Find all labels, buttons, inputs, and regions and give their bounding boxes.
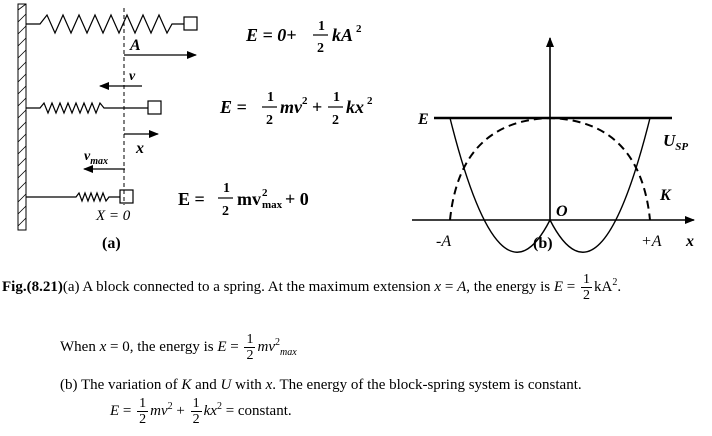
svg-text:2: 2 <box>302 95 308 107</box>
svg-text:2: 2 <box>332 113 339 128</box>
svg-text:2: 2 <box>367 95 373 107</box>
panel-b-label: (b) <box>533 235 553 252</box>
svg-text:1: 1 <box>318 19 325 34</box>
svg-text:1: 1 <box>333 90 340 105</box>
svg-text:max: max <box>262 199 283 211</box>
spring-bottom <box>26 191 120 203</box>
x-axis-label: x <box>685 233 694 250</box>
equation-general: E = 1 2 mv 2 + 1 2 kx 2 <box>219 90 373 128</box>
svg-text:2: 2 <box>317 41 324 56</box>
svg-text:E =: E = <box>219 97 247 117</box>
displacement-label: x <box>135 140 144 157</box>
pos-amplitude-label: +A <box>641 233 662 250</box>
origin-label: O <box>556 203 568 220</box>
svg-text:E = 0+: E = 0+ <box>245 25 297 45</box>
block-bottom <box>119 189 134 204</box>
amplitude-label: A <box>129 37 141 54</box>
figure-label: Fig.(8.21) <box>2 278 63 295</box>
kinetic-energy-curve <box>449 116 651 221</box>
svg-text:kA: kA <box>332 25 353 45</box>
wall <box>17 3 27 231</box>
spring-middle <box>26 101 148 115</box>
block-middle <box>147 100 162 115</box>
equation-max-extension: E = 0+ 1 2 kA 2 <box>245 19 362 56</box>
equation-equilibrium: E = 1 2 mv 2 max + 0 <box>178 181 309 219</box>
svg-text:E =: E = <box>178 189 205 209</box>
svg-text:1: 1 <box>223 181 230 196</box>
svg-text:2: 2 <box>262 187 268 199</box>
neg-amplitude-label: -A <box>436 233 451 250</box>
block-top <box>183 16 198 31</box>
panel-b: E USP K O -A +A x (b) <box>412 37 695 253</box>
spring-top <box>26 13 184 35</box>
svg-text:2: 2 <box>266 113 273 128</box>
panel-a-label: (a) <box>102 235 121 252</box>
potential-label: USP <box>663 131 688 153</box>
svg-text:2: 2 <box>222 204 229 219</box>
panel-a: A v x vmax X = 0 (a) E = 0+ 1 2 kA 2 E =… <box>17 3 373 252</box>
svg-text:kx: kx <box>346 97 364 117</box>
energy-label: E <box>417 111 429 128</box>
kinetic-label: K <box>659 187 672 204</box>
x-zero-label: X = 0 <box>95 208 131 224</box>
vmax-label: vmax <box>84 149 108 167</box>
caption-line-1: Fig.(8.21)(a) A block connected to a spr… <box>2 272 622 303</box>
svg-text:+: + <box>312 97 322 117</box>
svg-text:2: 2 <box>356 23 362 35</box>
potential-energy-curve <box>449 117 651 253</box>
caption-line-3: (b) The variation of K and U with x. The… <box>60 377 582 393</box>
svg-text:mv: mv <box>237 189 261 209</box>
wall-hatch <box>17 3 27 227</box>
svg-text:mv: mv <box>280 97 303 117</box>
svg-text:+ 0: + 0 <box>285 189 309 209</box>
velocity-label: v <box>129 69 136 84</box>
svg-text:1: 1 <box>267 90 274 105</box>
